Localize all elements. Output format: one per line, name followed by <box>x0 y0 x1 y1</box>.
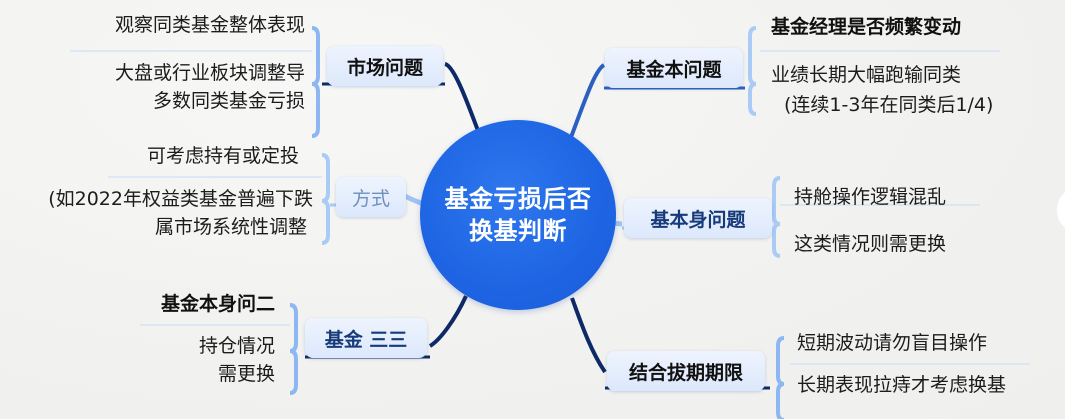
leaf-fund-holdings[interactable]: 持仓情况 <box>198 335 275 357</box>
branch-node-self-problem[interactable]: 基本身问题 <box>624 198 772 238</box>
branch-node-market-problem[interactable]: 市场问题 <box>327 46 443 86</box>
branch-label: 市场问题 <box>346 56 423 79</box>
branch-label: 方式 <box>351 187 390 210</box>
branch-label: 结合拔期期限 <box>628 361 743 384</box>
central-topic-line1: 基金亏损后否 <box>444 185 592 213</box>
leaf-market-loss[interactable]: 多数同类基金亏损 <box>152 90 305 112</box>
leaf-manager-change[interactable]: 基金经理是否频繁变动 <box>771 16 962 38</box>
branch-node-combine-period[interactable]: 结合拔期期限 <box>607 351 765 391</box>
branch-label: 基金 三三 <box>324 328 408 351</box>
leaf-underperform[interactable]: 业绩长期大幅跑输同类 <box>771 64 962 86</box>
central-topic-label: 基金亏损后否 换基判断 <box>433 183 603 247</box>
offscreen-node-edge <box>1057 190 1065 230</box>
central-topic-node[interactable]: 基金亏损后否 换基判断 <box>420 120 616 310</box>
leaf-market-adjust[interactable]: 大盘或行业板块调整导 <box>114 62 305 84</box>
leaf-fund-replace[interactable]: 需更换 <box>217 363 275 385</box>
branch-label: 基本身问题 <box>650 208 746 231</box>
branch-label: 基金本问题 <box>626 58 722 81</box>
branch-node-fund-problem[interactable]: 基金本问题 <box>605 48 743 88</box>
leaf-market-observe[interactable]: 观察同类基金整体表现 <box>114 14 305 36</box>
leaf-fund-self-two[interactable]: 基金本身问二 <box>160 293 275 315</box>
leaf-method-example[interactable]: (如2022年权益类基金普遍下跌 <box>48 188 313 210</box>
leaf-need-replace[interactable]: 这类情况则需更换 <box>794 233 947 255</box>
leaf-method-hold[interactable]: 可考虑持有或定投 <box>146 145 299 167</box>
leaf-short-term[interactable]: 短期波动请勿盲目操作 <box>797 332 988 354</box>
leaf-logic-chaos[interactable]: 持舱操作逻辑混乱 <box>794 186 947 208</box>
branch-node-method[interactable]: 方式 <box>336 177 406 217</box>
leaf-method-systemic[interactable]: 属市场系统性调整 <box>154 216 307 238</box>
branch-node-fund-three[interactable]: 基金 三三 <box>305 318 427 358</box>
leaf-underperform-detail[interactable]: (连续1-3年在同类后1/4) <box>784 94 994 116</box>
central-topic-line2: 换基判断 <box>469 217 567 245</box>
leaf-long-term[interactable]: 长期表现拉痔才考虑换基 <box>797 374 1007 396</box>
